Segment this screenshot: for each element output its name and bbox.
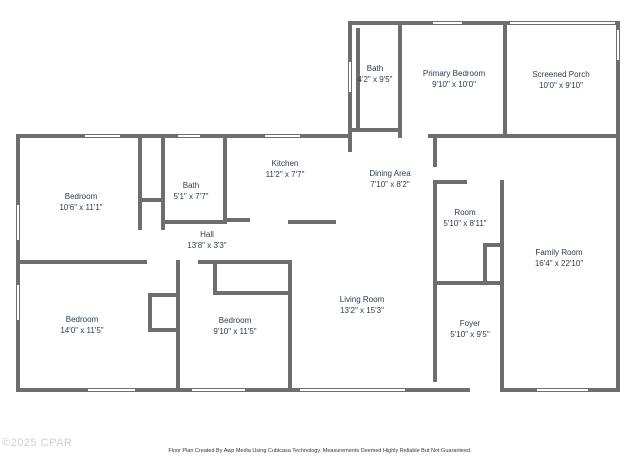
- room-bath-top: Bath 4'2" x 9'5": [358, 63, 393, 85]
- room-room: Room 5'10" x 8'11": [443, 207, 486, 229]
- room-name: Living Room: [339, 295, 385, 304]
- room-dimensions: 10'0" x 9'10": [539, 81, 583, 90]
- room-dimensions: 9'10" x 11'5": [213, 327, 257, 336]
- room-dimensions: 9'10" x 10'0": [432, 80, 476, 89]
- room-name: Bath: [182, 181, 200, 190]
- room-name: Family Room: [535, 248, 583, 257]
- room-dimensions: 11'2" x 7'7": [265, 170, 305, 179]
- room-name: Kitchen: [271, 159, 299, 168]
- room-dimensions: 13'2" x 15'3": [340, 306, 384, 315]
- bedroom-s-closet: [213, 260, 292, 295]
- room-dimensions: 10'6" x 11'1": [59, 203, 103, 212]
- room-name: Bath: [366, 64, 384, 73]
- closet-sw: [148, 293, 180, 332]
- room-screened-porch: Screened Porch 10'0" x 9'10": [532, 69, 589, 91]
- room-hall: Hall 13'8" x 3'3": [187, 229, 226, 251]
- footer-disclaimer: Floor Plan Created By Awp Media Using Cu…: [168, 448, 472, 454]
- room-name: Primary Bedroom: [422, 69, 486, 78]
- copyright-watermark: ©2025 CPAR: [2, 437, 73, 449]
- room-primary-bedroom: Primary Bedroom 9'10" x 10'0": [423, 68, 485, 90]
- room-name: Hall: [200, 230, 214, 239]
- room-dimensions: 13'8" x 3'3": [187, 241, 227, 250]
- room-east-notch: [483, 243, 502, 285]
- room-dimensions: 5'10" x 8'11": [443, 219, 487, 228]
- room-foyer: Foyer 5'10" x 9'5": [450, 318, 489, 340]
- room-dimensions: 5'1" x 7'7": [173, 192, 209, 201]
- room-dimensions: 4'2" x 9'5": [357, 75, 393, 84]
- room-name: Dining Area: [369, 169, 411, 178]
- room-dining-area: Dining Area 7'10" x 8'2": [369, 168, 410, 190]
- room-kitchen: Kitchen 11'2" x 7'7": [266, 158, 305, 180]
- room-bedroom-nw: Bedroom 10'6" x 11'1": [59, 191, 102, 213]
- room-name: Bedroom: [65, 315, 99, 324]
- room-bedroom-s: Bedroom 9'10" x 11'5": [213, 315, 256, 337]
- room-name: Screened Porch: [532, 70, 590, 79]
- windows: [17, 22, 619, 391]
- walls: [16, 21, 620, 392]
- room-dimensions: 7'10" x 8'2": [370, 180, 410, 189]
- room-bath-mid: Bath 5'1" x 7'7": [174, 180, 209, 202]
- room-dimensions: 5'10" x 9'5": [450, 330, 490, 339]
- room-dimensions: 16'4" x 22'10": [534, 259, 584, 268]
- room-name: Bedroom: [218, 316, 252, 325]
- room-name: Bedroom: [64, 192, 98, 201]
- room-name: Foyer: [459, 319, 481, 328]
- room-bedroom-sw: Bedroom 14'0" x 11'5": [60, 314, 103, 336]
- room-name: Room: [454, 208, 476, 217]
- room-living-room: Living Room 13'2" x 15'3": [340, 294, 384, 316]
- room-family-room: Family Room 16'4" x 22'10": [535, 247, 583, 269]
- room-dimensions: 14'0" x 11'5": [60, 326, 104, 335]
